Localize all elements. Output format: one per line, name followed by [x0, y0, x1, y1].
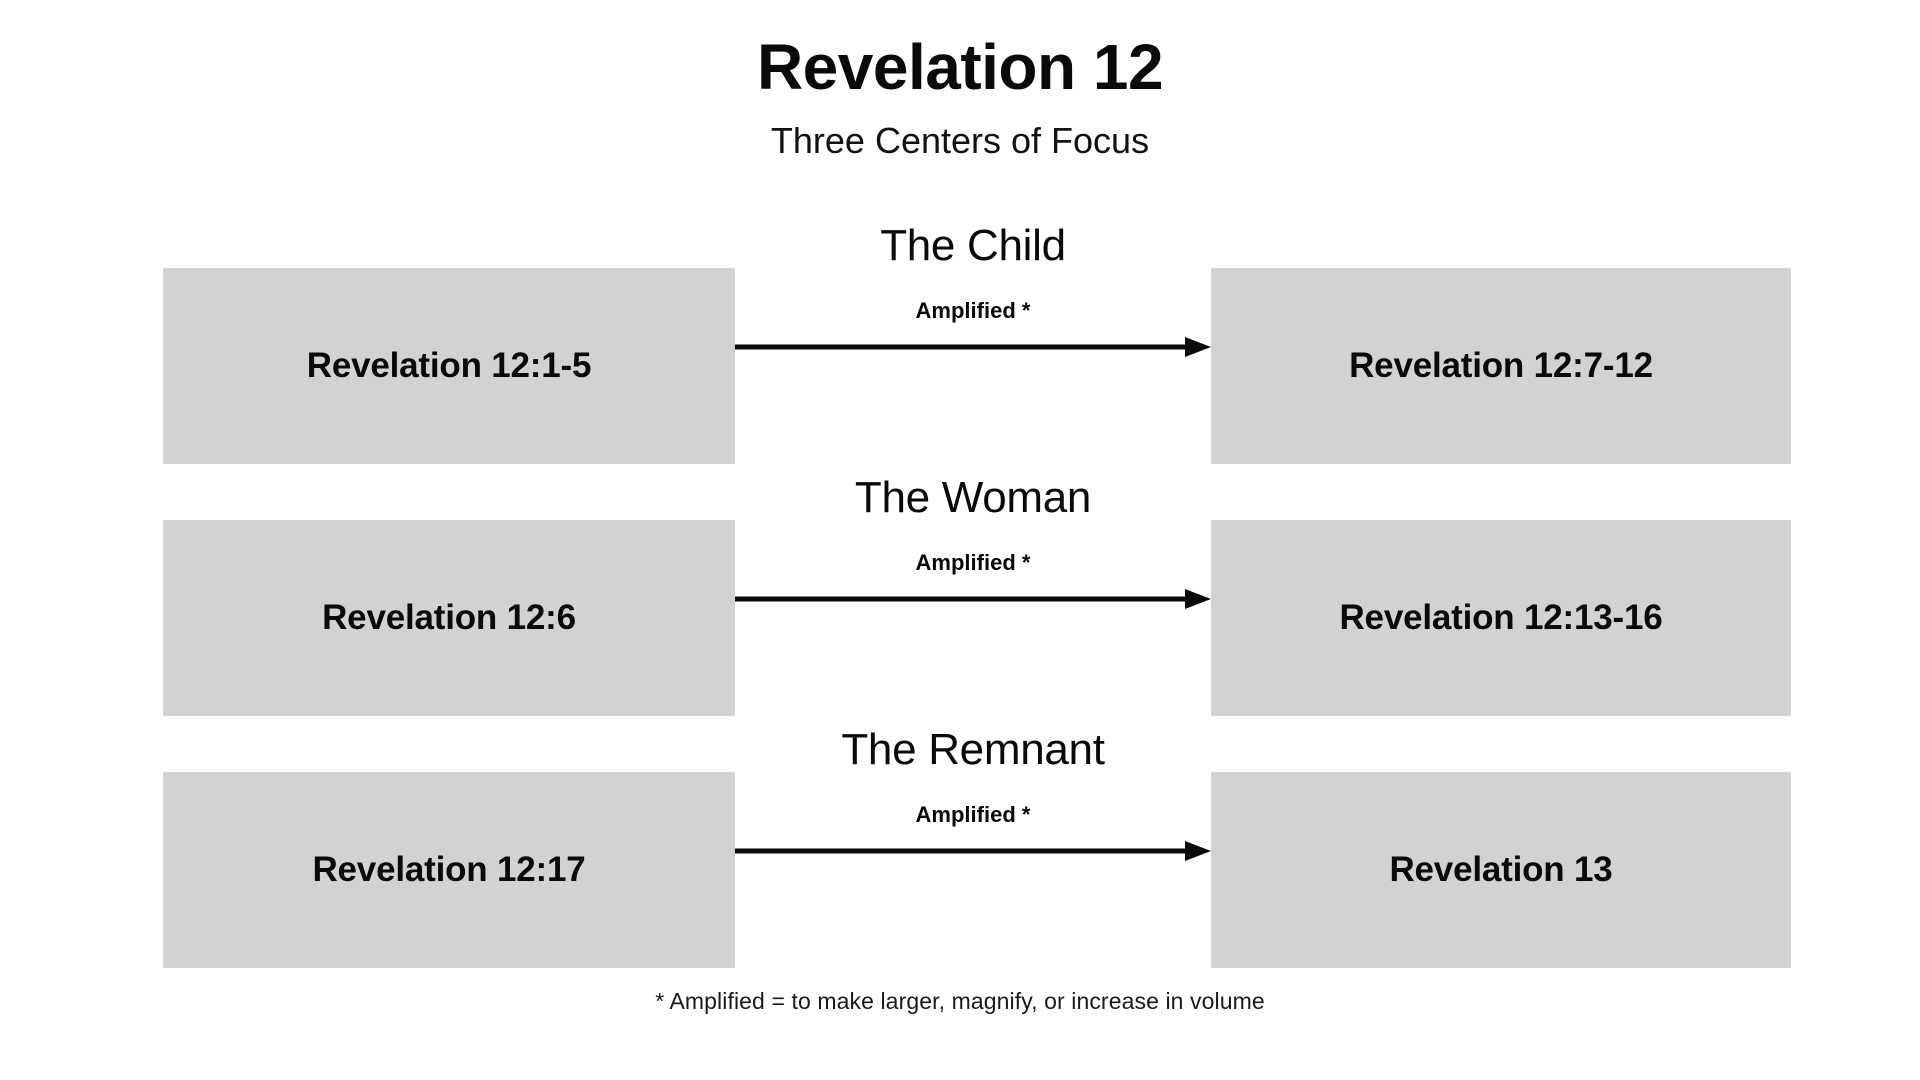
row-2-connector: The Woman Amplified * — [735, 473, 1211, 716]
diagram-row-3: Revelation 12:17 The Remnant Amplified *… — [0, 725, 1920, 968]
row-2-left-label: Revelation 12:6 — [322, 598, 576, 637]
row-1-focus-label: The Child — [880, 221, 1066, 270]
footnote: * Amplified = to make larger, magnify, o… — [655, 988, 1265, 1014]
page-subtitle: Three Centers of Focus — [770, 120, 1150, 161]
row-1-left-box: Revelation 12:1-5 — [163, 268, 735, 464]
row-3-right-box: Revelation 13 — [1211, 772, 1791, 968]
row-1-left-label: Revelation 12:1-5 — [306, 346, 592, 385]
row-1-right-label: Revelation 12:7-12 — [1349, 346, 1653, 385]
row-1-arrow-icon — [735, 334, 1211, 360]
row-3-left-label: Revelation 12:17 — [312, 850, 586, 889]
row-3-arrow-label: Amplified * — [915, 802, 1031, 827]
row-1-arrow-label: Amplified * — [915, 298, 1031, 323]
row-3-left-box: Revelation 12:17 — [163, 772, 735, 968]
row-2-focus-label: The Woman — [854, 473, 1092, 522]
row-3-connector: The Remnant Amplified * — [735, 725, 1211, 968]
row-2-right-box: Revelation 12:13-16 — [1211, 520, 1791, 716]
row-2-arrow-label: Amplified * — [915, 550, 1031, 575]
row-2-left-box: Revelation 12:6 — [163, 520, 735, 716]
row-2-right-label: Revelation 12:13-16 — [1339, 598, 1663, 637]
diagram-row-1: Revelation 12:1-5 The Child Amplified * … — [0, 221, 1920, 464]
row-3-right-label: Revelation 13 — [1389, 850, 1613, 889]
row-1-connector: The Child Amplified * — [735, 221, 1211, 464]
page-title: Revelation 12 — [756, 31, 1164, 103]
row-3-arrow-icon — [735, 838, 1211, 864]
row-1-right-box: Revelation 12:7-12 — [1211, 268, 1791, 464]
row-2-arrow-icon — [735, 586, 1211, 612]
row-3-focus-label: The Remnant — [841, 725, 1105, 774]
diagram-row-2: Revelation 12:6 The Woman Amplified * Re… — [0, 473, 1920, 716]
